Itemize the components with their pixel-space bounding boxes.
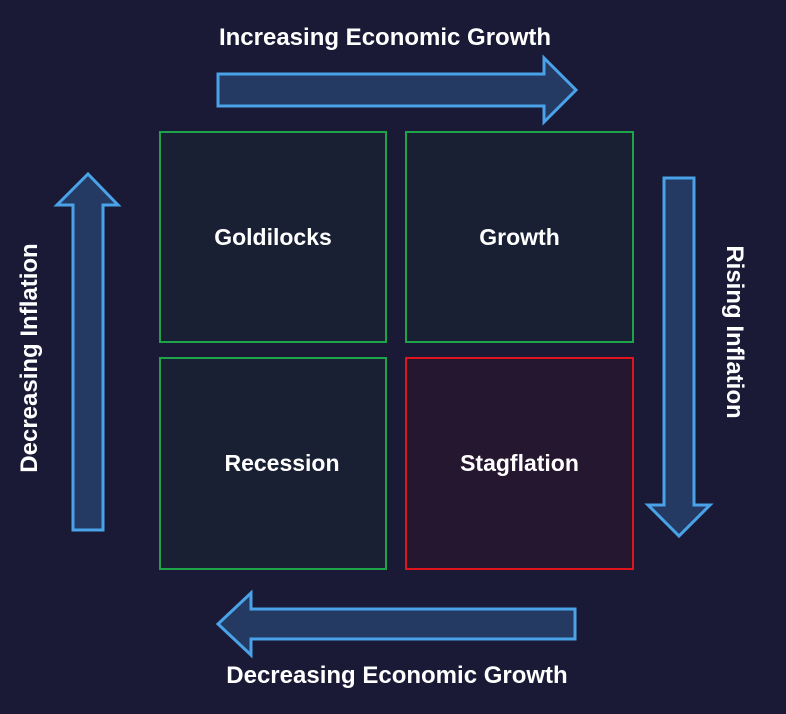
stagflation-quadrant: Stagflation [405,357,634,570]
right-arrow-icon [216,54,579,126]
growth-label: Growth [479,223,560,250]
down-arrow-icon [644,176,714,539]
increasing-economic-growth-label: Increasing Economic Growth [218,24,552,51]
growth-quadrant: Growth [405,131,634,343]
goldilocks-label: Goldilocks [214,223,332,250]
left-arrow-icon [215,589,577,659]
recession-label: Recession [224,450,340,476]
recession-quadrant: Recession [159,357,387,570]
goldilocks-quadrant: Goldilocks [159,131,387,343]
up-arrow-icon [53,171,122,532]
decreasing-economic-growth-label: Decreasing Economic Growth [226,662,568,689]
stagflation-label: Stagflation [460,450,579,476]
